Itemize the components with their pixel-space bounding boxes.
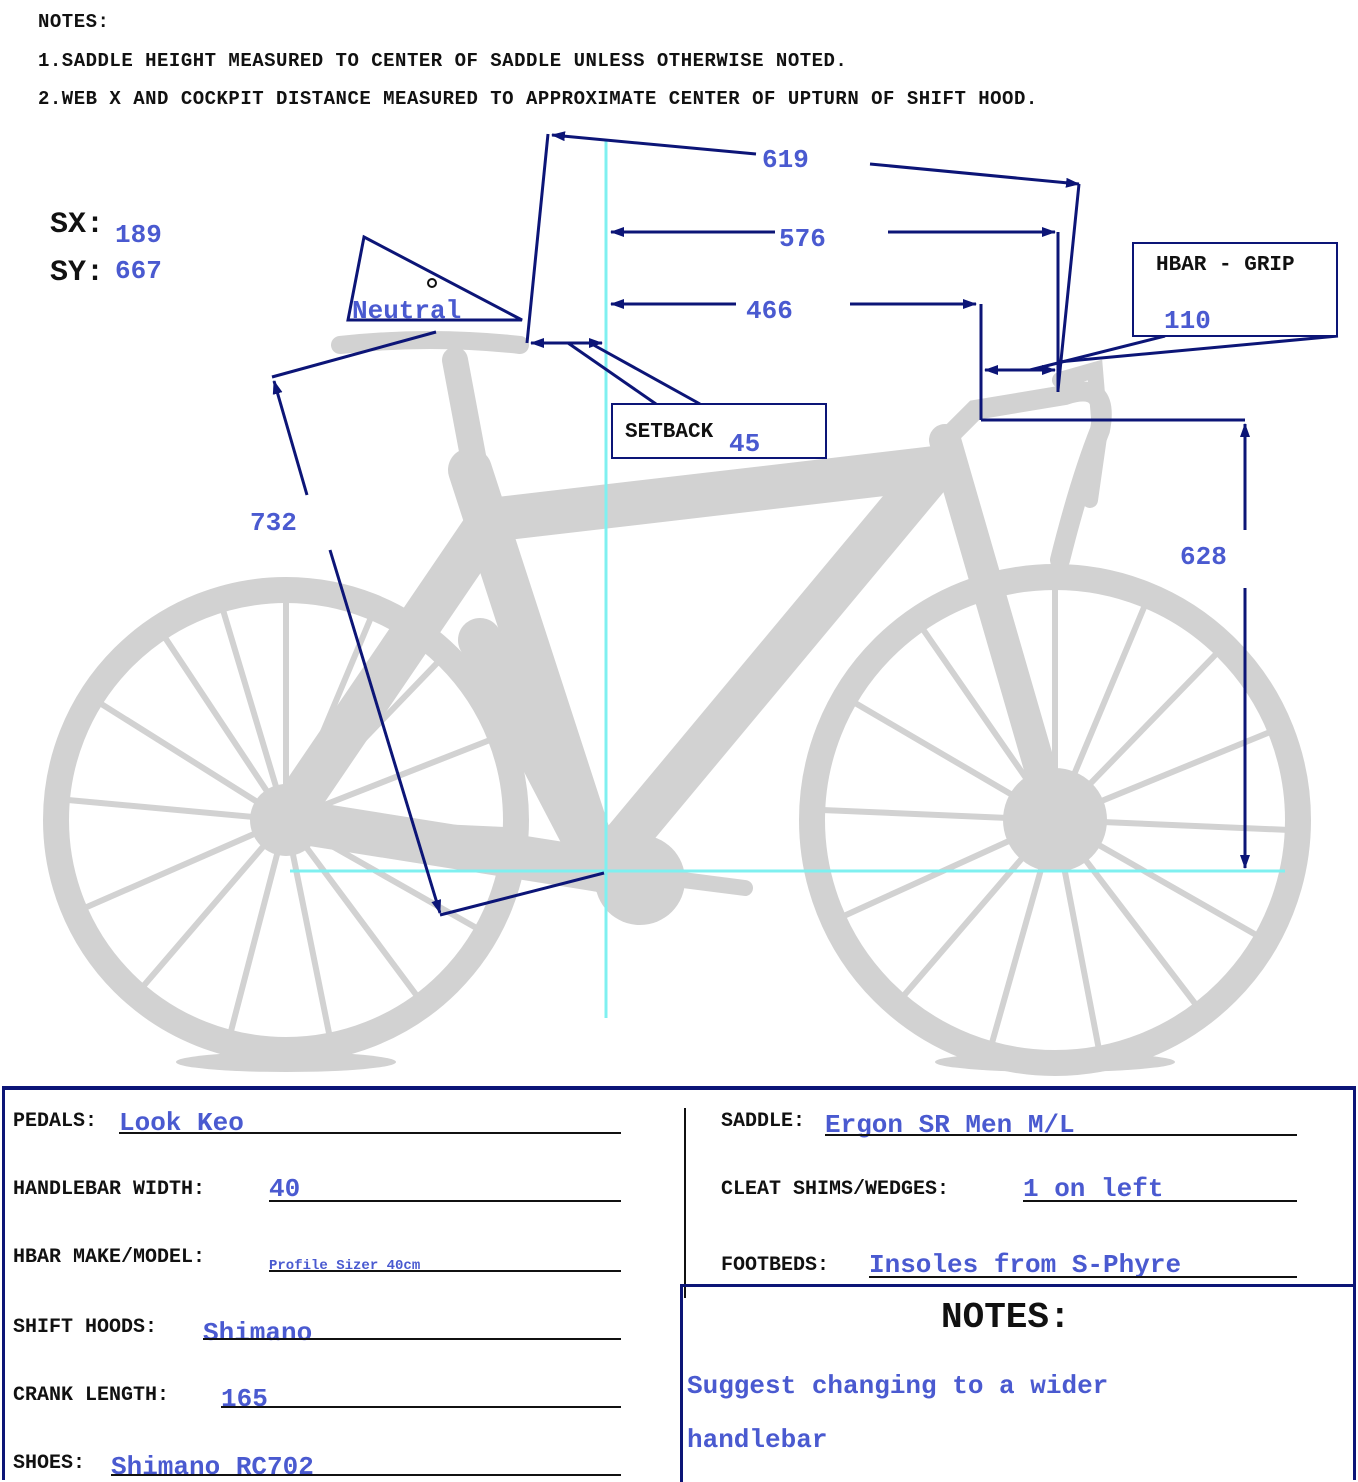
bb-to-bar-value: 466 (746, 296, 793, 326)
setback-value: 45 (729, 429, 761, 459)
bike-silhouette (43, 331, 1311, 1076)
shoes-label: SHOES: (13, 1452, 86, 1475)
cleat-underline (1023, 1200, 1297, 1202)
note-saddle-height: 1.SADDLE HEIGHT MEASURED TO CENTER OF SA… (38, 50, 848, 72)
equipment-form: PEDALS: Look Keo HANDLEBAR WIDTH: 40 HBA… (2, 1086, 1356, 1482)
saddle-underline (825, 1134, 1297, 1136)
hbar-grip-box: HBAR - GRIP 110 (1132, 242, 1338, 337)
saddle-tilt-value: Neutral (352, 296, 462, 326)
shift-hoods-value: Shimano (203, 1318, 313, 1348)
hbar-grip-value: 110 (1164, 306, 1211, 336)
hbar-grip-label: HBAR - GRIP (1156, 254, 1295, 277)
dimension-lines (271, 131, 1339, 917)
hbar-model-label: HBAR MAKE/MODEL: (13, 1246, 206, 1269)
saddle-tilt-triangle (346, 234, 523, 322)
cleat-value: 1 on left (1023, 1174, 1164, 1204)
crank-arm (597, 862, 753, 896)
saddle-to-hood-value: 619 (762, 145, 809, 175)
saddle-shape (331, 331, 529, 354)
shift-hoods-underline (203, 1338, 621, 1340)
hbar-model-underline (269, 1270, 621, 1272)
form-divider (684, 1108, 686, 1298)
crank-length-value: 165 (221, 1384, 268, 1414)
pedals-label: PEDALS: (13, 1110, 98, 1133)
setback-label: SETBACK (625, 421, 714, 444)
seatpost (442, 347, 498, 533)
shoes-underline (111, 1474, 621, 1476)
notes-box-title: NOTES: (941, 1297, 1071, 1338)
notes-box: NOTES: Suggest changing to a wider handl… (680, 1284, 1356, 1482)
cleat-label: CLEAT SHIMS/WEDGES: (721, 1178, 950, 1201)
sy-value: 667 (115, 256, 162, 286)
footbeds-value: Insoles from S-Phyre (869, 1250, 1182, 1280)
notes-box-line1: Suggest changing to a wider (687, 1371, 1109, 1401)
dim-619-left (551, 131, 757, 156)
setback-box: SETBACK 45 (611, 403, 827, 459)
notes-box-line2: handlebar (687, 1425, 828, 1455)
sy-label: SY: (50, 256, 105, 290)
saddle-label: SADDLE: (721, 1110, 806, 1133)
shoes-value: Shimano RC702 (111, 1452, 314, 1482)
crank-length-underline (221, 1406, 621, 1408)
sx-label: SX: (50, 208, 105, 242)
bar-height-value: 628 (1180, 542, 1227, 572)
footbeds-label: FOOTBEDS: (721, 1254, 830, 1277)
frame (264, 446, 957, 892)
handlebar-width-label: HANDLEBAR WIDTH: (13, 1178, 206, 1201)
handlebar-width-value: 40 (269, 1174, 301, 1204)
handlebar-width-underline (269, 1200, 621, 1202)
notes-title: NOTES: (38, 11, 110, 33)
dim-619-right (869, 162, 1080, 188)
bike-fit-diagram (43, 131, 1339, 1076)
footbeds-underline (869, 1276, 1297, 1278)
crank-length-label: CRANK LENGTH: (13, 1384, 170, 1407)
fork (929, 424, 1071, 836)
saddle-height-value: 732 (250, 508, 297, 538)
bb-to-hood-value: 576 (779, 224, 826, 254)
note-web-x: 2.WEB X AND COCKPIT DISTANCE MEASURED TO… (38, 88, 1038, 110)
sx-value: 189 (115, 220, 162, 250)
shift-hood-shape (1052, 359, 1109, 508)
pedals-underline (119, 1132, 621, 1134)
rear-wheel (43, 577, 529, 1063)
shift-hoods-label: SHIFT HOODS: (13, 1316, 158, 1339)
